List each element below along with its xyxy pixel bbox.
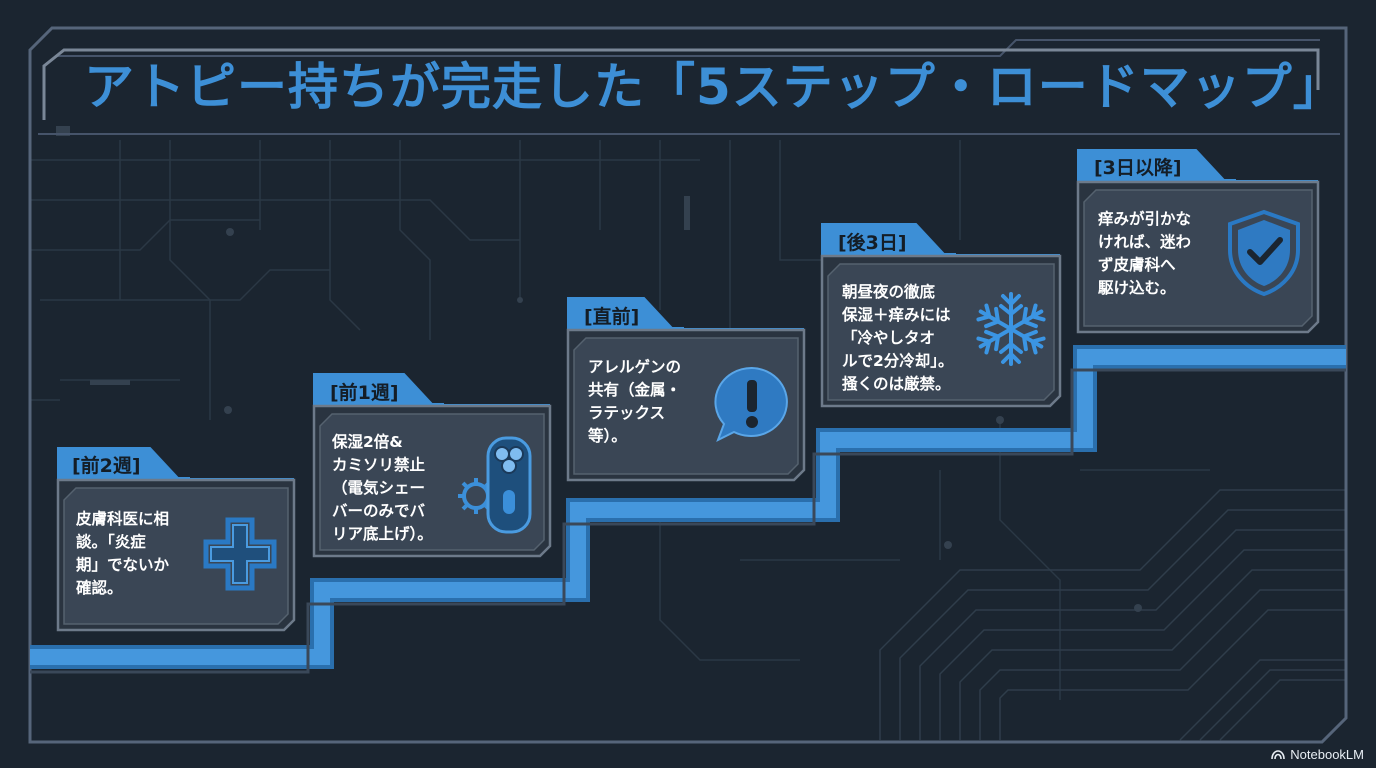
step-5-line-3: ず皮膚科へ xyxy=(1098,256,1176,274)
page-title: アトピー持ちが完走した「5ステップ・ロードマップ」 xyxy=(84,58,1344,116)
step-2-tab: [前1週] xyxy=(330,382,399,404)
step-5-line-4: 駆け込む。 xyxy=(1098,279,1176,297)
step-5-line-1: 痒みが引かな xyxy=(1098,210,1192,228)
circuit-bundle xyxy=(879,489,1346,741)
notebooklm-logo-icon xyxy=(1271,749,1286,759)
step-5-text: 痒みが引かな ければ、迷わ ず皮膚科へ 駆け込む。 xyxy=(1098,208,1191,300)
step-1-line-2: 談。「炎症 xyxy=(76,533,146,551)
step-1-tab: [前2週] xyxy=(72,455,141,477)
step-5-tab: [3日以降] xyxy=(1094,157,1182,179)
electric-shaver-icon xyxy=(458,436,532,534)
step-3-line-4: 等）。 xyxy=(588,427,627,445)
step-4-line-2: 保湿＋痒みには xyxy=(842,306,951,324)
circuit-lines xyxy=(30,140,1210,700)
step-1-tab-fill xyxy=(58,448,294,484)
step-3-line-1: アレルゲンの xyxy=(588,358,682,376)
step-2-tab-fill xyxy=(314,374,550,410)
step-2-line-2: カミソリ禁止 xyxy=(332,456,426,474)
step-2-line-4: バーのみでバ xyxy=(332,502,426,520)
step-4-tab: [後3日] xyxy=(838,232,907,254)
step-2-line-1: 保湿2倍& xyxy=(332,433,403,451)
step-3-tab: [直前] xyxy=(584,306,640,328)
step-1-text: 皮膚科医に相 談。「炎症 期」でないか 確認。 xyxy=(76,508,169,600)
step-4-tab-fill xyxy=(822,224,1060,260)
outer-frame xyxy=(28,26,1348,744)
circuit-nodes xyxy=(56,126,1142,612)
step-3-line-2: 共有（金属・ xyxy=(588,381,682,399)
step-2-text: 保湿2倍& カミソリ禁止 （電気シェー バーのみでバ リア底上げ）。 xyxy=(332,431,433,546)
step-1-line-4: 確認。 xyxy=(76,579,123,597)
step-4-line-3: 「冷やしタオ xyxy=(842,329,936,347)
staircase-path xyxy=(30,349,1346,665)
brand-name: NotebookLM xyxy=(1290,747,1364,762)
step-4-text: 朝昼夜の徹底 保湿＋痒みには 「冷やしタオ ルで2分冷却」。 掻くのは厳禁。 xyxy=(842,281,954,396)
step-4-card-inner xyxy=(827,263,1055,401)
exclamation-bubble-icon xyxy=(714,366,788,443)
staircase-outline xyxy=(30,368,1346,674)
step-3-line-3: ラテックス xyxy=(588,404,666,422)
medical-cross-icon xyxy=(203,517,277,591)
inner-frame xyxy=(38,39,1340,135)
step-cards xyxy=(56,149,1320,632)
step-4-line-1: 朝昼夜の徹底 xyxy=(842,283,936,301)
step-3-tab-fill xyxy=(568,298,804,334)
step-1-line-3: 期」でないか xyxy=(76,556,170,574)
title-panel-frame xyxy=(42,48,1320,120)
step-2-line-3: （電気シェー xyxy=(332,479,426,497)
step-2-line-5: リア底上げ）。 xyxy=(332,525,433,543)
shield-check-icon xyxy=(1228,209,1300,297)
step-3-text: アレルゲンの 共有（金属・ ラテックス 等）。 xyxy=(588,356,681,448)
step-4-line-5: 掻くのは厳禁。 xyxy=(842,375,951,393)
snowflake-icon xyxy=(973,292,1049,366)
step-1-line-1: 皮膚科医に相 xyxy=(76,510,170,528)
step-5-line-2: ければ、迷わ xyxy=(1098,233,1192,251)
step-5-tab-fill xyxy=(1078,150,1318,186)
brand-logo: NotebookLM xyxy=(1271,747,1364,762)
step-4-line-4: ルで2分冷却」。 xyxy=(842,352,954,370)
